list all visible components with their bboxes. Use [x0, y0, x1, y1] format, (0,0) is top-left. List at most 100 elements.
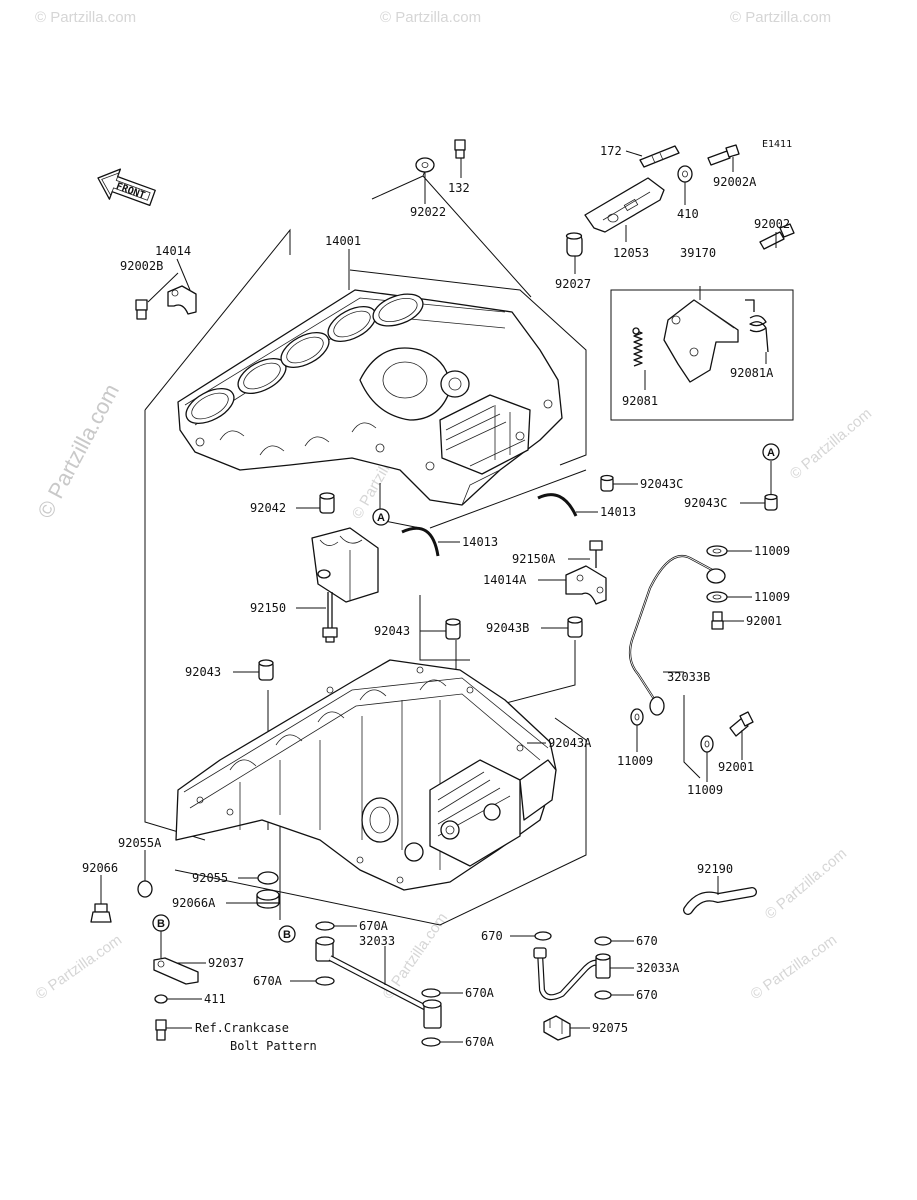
bearing-cap-14014A: [565, 565, 607, 605]
dowel-92043B: [567, 616, 583, 638]
washer-411: [154, 994, 168, 1004]
label-92002A: 92002A: [713, 175, 757, 189]
callout-A-1: A: [372, 508, 390, 526]
clamp-92075: [543, 1015, 571, 1041]
label-92150A: 92150A: [512, 552, 556, 566]
label-92027: 92027: [555, 277, 591, 291]
dowel-92043C-lower: [764, 461, 778, 511]
washer-11009-2: [706, 591, 728, 603]
oil-pipe-32033: [315, 921, 442, 1047]
label-92043-2: 92043: [185, 665, 221, 679]
bolt-132: [454, 139, 466, 178]
bolt-92002: [759, 223, 795, 250]
label-92043C-2: 92043C: [684, 496, 727, 510]
label-92022: 92022: [410, 205, 446, 219]
watermark-bottom-left: © Partzilla.com: [33, 931, 126, 1003]
bearing-block: [311, 527, 379, 603]
label-14014A: 14014A: [483, 573, 527, 587]
label-172: 172: [600, 144, 622, 158]
reference-note-line1: Ref.Crankcase: [195, 1021, 289, 1035]
thrust-washer-14013-left: [401, 526, 440, 557]
label-14001: 14001: [325, 234, 361, 248]
label-92043-1: 92043: [374, 624, 410, 638]
lower-crankcase: [175, 659, 557, 891]
plate-92037: [153, 957, 199, 985]
pin-172: [639, 145, 680, 168]
o-ring-92055: [257, 871, 279, 885]
dowel-92043-upper: [445, 618, 461, 640]
label-670A-4: 670A: [465, 1035, 495, 1049]
label-92055A: 92055A: [118, 836, 162, 850]
o-ring-92055A: [137, 850, 153, 898]
label-670-2: 670: [636, 934, 658, 948]
label-92037: 92037: [208, 956, 244, 970]
upper-crankcase-14001: [177, 289, 563, 506]
dowel-92027: [565, 232, 583, 274]
label-92001-2: 92001: [718, 760, 754, 774]
label-14013-1: 14013: [600, 505, 636, 519]
label-411: 411: [204, 992, 226, 1006]
watermark-top-left: © Partzilla.com: [35, 9, 136, 26]
bolt-92001-1: [711, 611, 724, 630]
reference-note: Ref.Crankcase Bolt Pattern: [166, 1021, 317, 1053]
middle-parts: [135, 285, 778, 753]
bolt-92150A: [589, 540, 603, 568]
label-92002: 92002: [754, 217, 790, 231]
bolt-92150: [322, 592, 338, 643]
washer-11009-3: [630, 708, 644, 752]
label-92043A: 92043A: [548, 736, 592, 750]
label-92081: 92081: [622, 394, 658, 408]
label-132: 132: [448, 181, 470, 195]
dowel-92042: [319, 492, 335, 514]
label-11009-1: 11009: [754, 544, 790, 558]
label-92055: 92055: [192, 871, 228, 885]
callout-A-1-letter: A: [377, 512, 385, 524]
plug-92066A: [256, 889, 280, 909]
label-670A-1: 670A: [359, 919, 389, 933]
label-92002B: 92002B: [120, 259, 163, 273]
label-11009-4: 11009: [687, 783, 723, 797]
label-670A-2: 670A: [253, 974, 283, 988]
bolt-92002B: [135, 299, 148, 320]
label-11009-2: 11009: [754, 590, 790, 604]
watermark-top-right: © Partzilla.com: [730, 9, 831, 26]
label-92066: 92066: [82, 861, 118, 875]
callout-B-1: B: [278, 925, 296, 943]
oil-pipe-32033B-group: [628, 545, 754, 760]
washer-410: [677, 165, 693, 205]
dowel-92043-left: [258, 659, 274, 681]
hose-92190: [683, 876, 757, 915]
label-92043B: 92043B: [486, 621, 529, 635]
bolt-92001-2: [729, 711, 754, 760]
washer-11009-4: [700, 735, 714, 753]
label-11009-3: 11009: [617, 754, 653, 768]
reference-note-line2: Bolt Pattern: [230, 1039, 317, 1053]
callout-B-2: B: [152, 914, 170, 958]
label-92066A: 92066A: [172, 896, 216, 910]
front-arrow: FRONT: [97, 168, 156, 207]
label-32033B: 32033B: [667, 670, 710, 684]
watermark-vertical: © Partzilla.com: [32, 380, 124, 523]
label-14014: 14014: [155, 244, 191, 258]
bearing-cap-14014: [167, 285, 197, 315]
crankcase-bolt: [155, 1019, 167, 1041]
watermark-right-mid: © Partzilla.com: [787, 405, 875, 483]
label-670-1: 670: [481, 929, 503, 943]
label-92075: 92075: [592, 1021, 628, 1035]
callout-B-2-letter: B: [157, 918, 165, 930]
watermark-bottom-right: © Partzilla.com: [748, 931, 841, 1003]
label-92150: 92150: [250, 601, 286, 615]
label-92001-1: 92001: [746, 614, 782, 628]
label-670-3: 670: [636, 988, 658, 1002]
washer-11009-1: [706, 545, 728, 557]
dowel-92043C-upper: [600, 474, 614, 492]
label-14013-2: 14013: [462, 535, 498, 549]
washer-92022: [415, 157, 435, 173]
bottom-pipes: [315, 876, 757, 1047]
bottom-left-parts: B B A A: [90, 443, 780, 1041]
thrust-washer-14013-right: [537, 493, 578, 517]
label-670A-3: 670A: [465, 986, 495, 1000]
spring-92081A: [745, 299, 769, 364]
label-410: 410: [677, 207, 699, 221]
